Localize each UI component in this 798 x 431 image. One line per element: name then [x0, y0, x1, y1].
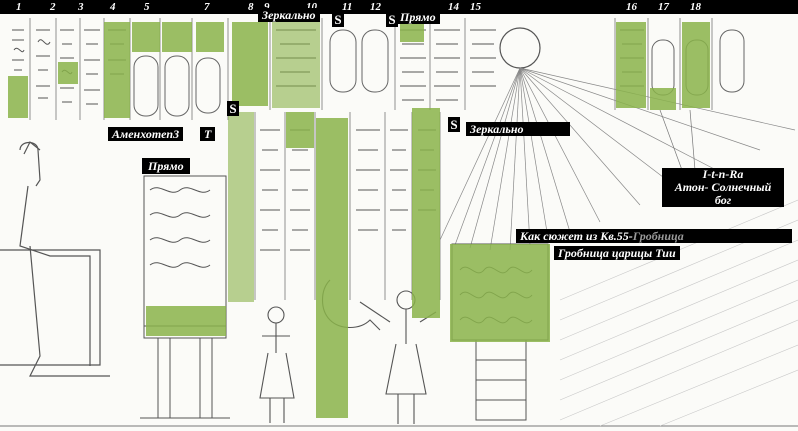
column-number: 7: [204, 1, 210, 13]
highlight-col12: [400, 22, 424, 42]
label-aten-line2: Атон- Солнечный: [674, 180, 772, 194]
highlight-col18: [682, 22, 710, 108]
highlight-col1: [8, 76, 28, 118]
column-number: 16: [626, 1, 637, 13]
column-number: 2: [50, 1, 56, 13]
highlight-col16: [616, 22, 646, 108]
column-number: 8: [248, 1, 254, 13]
column-number: 9: [264, 1, 270, 13]
highlight-lower-a: [228, 112, 254, 302]
label-kv55-overlap: Гробница: [632, 229, 684, 243]
highlight-col8: [232, 22, 268, 106]
label-mirror-top: Зеркально: [258, 8, 320, 22]
column-number: 3: [78, 1, 84, 13]
column-number: 11: [342, 1, 353, 13]
column-number: 17: [658, 1, 669, 13]
highlight-col3: [58, 62, 78, 84]
highlight-lower-b: [286, 112, 314, 148]
column-number: 4: [110, 1, 116, 13]
label-kv55-text: Как сюжет из Кв.55-: [520, 229, 633, 243]
label-direct-top: Прямо: [396, 10, 440, 24]
column-number: 12: [370, 1, 381, 13]
label-mirror-mid: Зеркально: [466, 122, 570, 136]
highlight-lower-c: [316, 118, 348, 418]
label-aten: I-t-n-Ra Атон- Солнечный бог: [662, 168, 784, 207]
highlight-col6: [162, 22, 192, 52]
highlight-shrine: [450, 244, 550, 342]
highlight-stand-top: [146, 306, 226, 336]
highlight-lower-d: [412, 108, 440, 318]
column-number: 14: [448, 1, 459, 13]
s-marker: S: [386, 12, 398, 27]
column-number: 5: [144, 1, 150, 13]
highlight-col9: [272, 22, 320, 108]
label-tiye-tomb: Гробница царицы Тии: [554, 246, 680, 260]
label-kv55: Как сюжет из Кв.55-Гробница: [516, 229, 792, 243]
label-t-mark: T: [200, 127, 216, 141]
column-number: 1: [16, 1, 22, 13]
s-marker: S: [448, 117, 460, 132]
highlight-col5: [132, 22, 160, 52]
label-direct-left: Прямо: [142, 158, 190, 174]
column-number: 10: [306, 1, 317, 13]
highlight-col4: [104, 22, 130, 118]
column-number: 15: [470, 1, 481, 13]
column-number: 18: [690, 1, 701, 13]
label-aten-line1: I-t-n-Ra: [702, 167, 744, 181]
s-marker: S: [332, 12, 344, 27]
s-marker: S: [227, 101, 239, 116]
highlight-col7: [196, 22, 224, 52]
label-amenhotep: Аменхотеп3: [108, 127, 184, 141]
highlight-col17: [650, 88, 676, 110]
label-aten-line3: бог: [714, 193, 732, 207]
